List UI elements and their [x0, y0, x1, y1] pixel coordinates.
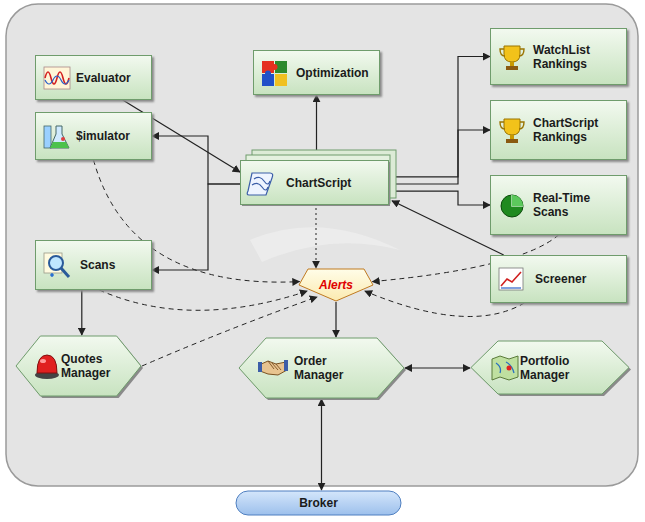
text-holder: Real-Time Scans: [533, 191, 620, 219]
alert-node: Alerts: [298, 268, 374, 302]
wave-icon: [42, 64, 72, 94]
arrow-connector: [392, 57, 490, 177]
text-holder: ChartScript Rankings: [533, 116, 620, 144]
hexagon-node: Quotes Manager: [15, 335, 142, 397]
text-holder: Scans: [80, 258, 145, 272]
text-holder: $imulator: [76, 129, 145, 143]
text-holder: Evaluator: [76, 71, 145, 85]
node-label: WatchList Rankings: [533, 43, 620, 71]
node-label: Quotes Manager: [61, 352, 116, 380]
arrow-connector: [405, 367, 470, 368]
terminal-ellipse: Broker: [235, 490, 402, 516]
node-label: Alerts: [306, 278, 366, 292]
text-holder: Optimization: [296, 66, 373, 80]
node-label: Optimization: [296, 66, 373, 80]
node-label: Real-Time Scans: [533, 191, 620, 219]
text-holder: ChartScript: [286, 176, 384, 190]
process-box: Real-Time Scans: [490, 175, 627, 235]
process-box: $imulator: [35, 112, 152, 160]
arrow-connector: [392, 191, 490, 205]
process-box: WatchList Rankings: [490, 28, 627, 85]
node-label: Screener: [535, 272, 620, 286]
process-box: Screener: [490, 255, 627, 303]
process-box: Scans: [35, 240, 152, 290]
arrow-connector: [81, 290, 82, 335]
hexagon-node: Order Manager: [238, 337, 405, 399]
globe-icon: [497, 191, 527, 221]
text-holder: Portfolio Manager: [520, 354, 604, 382]
bell-icon: [32, 351, 62, 381]
arrow-connector: [335, 302, 336, 337]
text-holder: Alerts: [306, 278, 366, 292]
text-holder: WatchList Rankings: [533, 43, 620, 71]
node-label: ChartScript Rankings: [533, 116, 620, 144]
node-label: Broker: [243, 496, 394, 510]
swoosh: [250, 227, 400, 262]
node-label: ChartScript: [286, 176, 384, 190]
node-label: $imulator: [76, 129, 145, 143]
arrow-connector: [392, 201, 504, 255]
flask-icon: [42, 122, 72, 152]
text-holder: Order Manager: [294, 354, 379, 382]
dashed-connector: [316, 208, 317, 268]
node-label: Order Manager: [294, 354, 379, 382]
node-label: Evaluator: [76, 71, 145, 85]
hands-icon: [258, 353, 288, 383]
process-box: ChartScript Rankings: [490, 100, 627, 160]
map-icon: [490, 353, 520, 383]
node-label: Scans: [80, 258, 145, 272]
text-holder: Quotes Manager: [61, 352, 116, 380]
chart-icon: [497, 265, 527, 295]
text-holder: Broker: [243, 496, 394, 510]
text-holder: Screener: [535, 272, 620, 286]
magnify-icon: [42, 251, 72, 281]
arrow-connector: [321, 399, 322, 490]
hexagon-node: Portfolio Manager: [470, 340, 630, 395]
dashed-connector: [99, 290, 307, 310]
process-box: ChartScript: [240, 160, 392, 208]
arrow-connector: [152, 184, 240, 270]
arrow-connector: [152, 136, 240, 184]
node-label: Portfolio Manager: [520, 354, 604, 382]
arrow-connector: [392, 130, 490, 184]
trophy-icon: [497, 116, 527, 146]
process-box: Evaluator: [35, 55, 152, 100]
puzzle-icon: [260, 59, 290, 89]
process-box: Optimization: [253, 50, 380, 95]
scroll-icon: [246, 169, 276, 199]
trophy-icon: [497, 43, 527, 73]
